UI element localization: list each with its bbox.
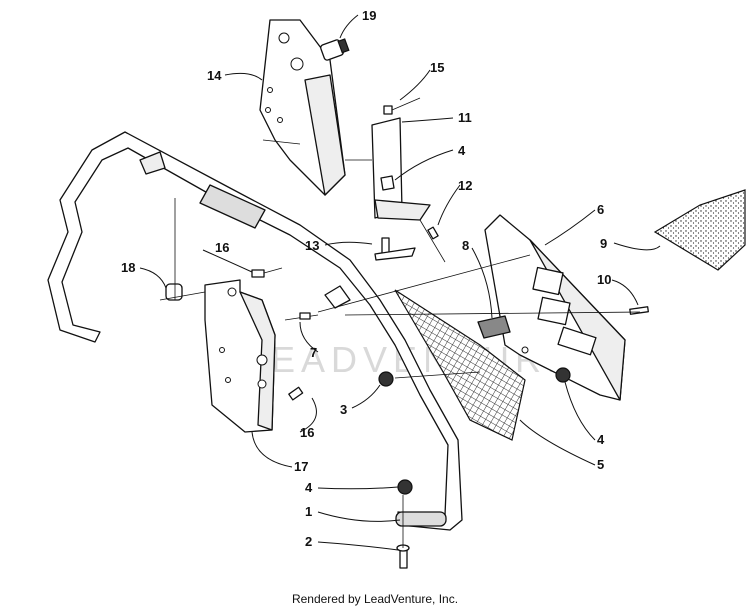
callout-1: 1 [305, 504, 312, 519]
callout-17: 17 [294, 459, 308, 474]
callout-6: 6 [597, 202, 604, 217]
side-panel [484, 214, 626, 401]
callout-4-right: 4 [597, 432, 605, 447]
callout-3: 3 [340, 402, 347, 417]
callout-16-upper: 16 [215, 240, 229, 255]
handlebar-tube [47, 131, 463, 531]
bolt-13 [374, 237, 416, 261]
callout-4-upper: 4 [458, 143, 466, 158]
callout-7: 7 [310, 345, 317, 360]
callout-11: 11 [458, 110, 472, 125]
callout-9: 9 [600, 236, 607, 251]
bushing-18 [165, 283, 183, 301]
side-plate [204, 279, 276, 433]
callout-18: 18 [121, 260, 135, 275]
assembly-lines [159, 139, 641, 548]
nut-4-bottom [397, 479, 413, 495]
callout-19: 19 [362, 8, 376, 23]
callout-2: 2 [305, 534, 312, 549]
upper-bracket-plate [259, 19, 346, 196]
nut-4-right [555, 367, 571, 383]
screw-16-bottom [288, 386, 304, 401]
mesh-grille [394, 289, 526, 441]
pin-12 [419, 219, 446, 263]
footer-credit: Rendered by LeadVenture, Inc. [291, 592, 459, 606]
callout-15: 15 [430, 60, 444, 75]
foam-pad [653, 189, 746, 271]
fitting-part [320, 38, 350, 61]
l-bracket [371, 117, 431, 221]
bolt-2 [396, 544, 410, 569]
callout-13: 13 [305, 238, 319, 253]
callout-16-lower: 16 [300, 425, 314, 440]
nut-3 [378, 371, 394, 387]
callout-labels: 19 14 15 11 4 12 13 16 18 8 6 9 10 7 3 1… [121, 8, 611, 549]
block-8 [477, 315, 511, 339]
pin-7 [284, 312, 319, 321]
callout-12: 12 [458, 178, 472, 193]
screw-16-top [251, 267, 283, 278]
callout-14: 14 [207, 68, 222, 83]
callout-4-lower: 4 [305, 480, 313, 495]
callout-8: 8 [462, 238, 469, 253]
bolt-15 [383, 97, 421, 115]
bolt-10 [629, 306, 649, 315]
callout-10: 10 [597, 272, 611, 287]
leader-lines [139, 14, 661, 551]
callout-5: 5 [597, 457, 604, 472]
